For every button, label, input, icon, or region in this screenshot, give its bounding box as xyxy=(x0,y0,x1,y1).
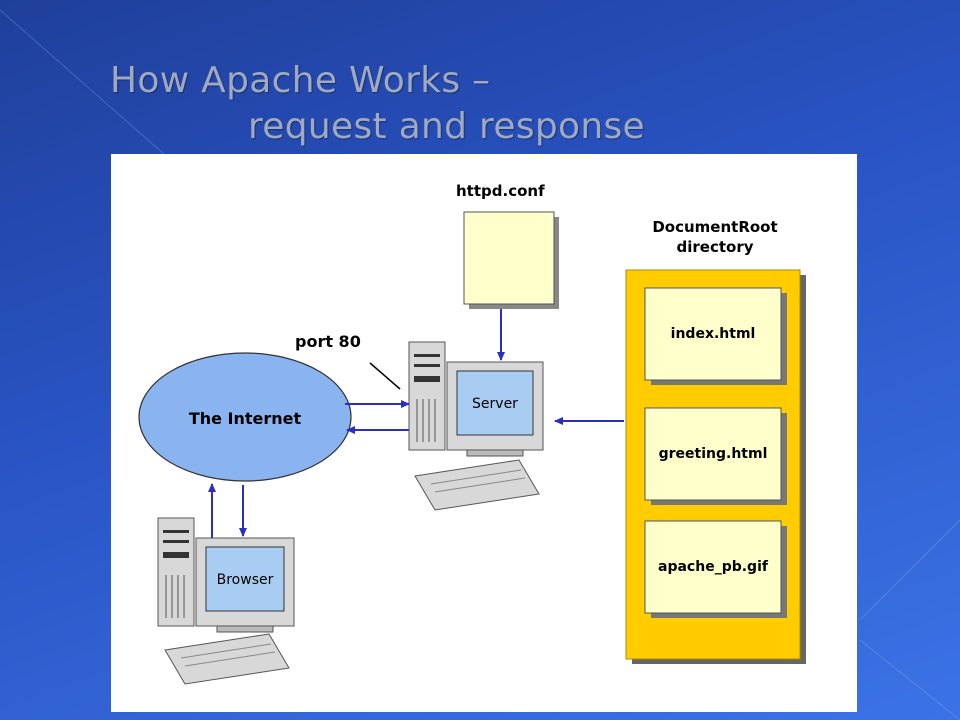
internet-label: The Internet xyxy=(189,409,302,428)
file-card-apache-gif xyxy=(644,520,782,614)
docroot-folder: index.html greeting.html apache_pb.gif xyxy=(625,269,806,664)
file-card-greeting xyxy=(644,407,782,501)
server-computer: Server xyxy=(408,341,544,511)
file-label-greeting: greeting.html xyxy=(659,446,768,462)
slide-title: How Apache Works – request and response xyxy=(110,58,645,150)
slide-title-line1: How Apache Works – xyxy=(110,60,491,101)
computer-icon xyxy=(408,341,544,457)
apache-diagram: httpd.conf DocumentRoot directory index.… xyxy=(138,182,806,685)
slide-title-line2: request and response xyxy=(248,106,645,147)
file-label-index: index.html xyxy=(671,326,756,342)
file-card-index xyxy=(644,287,782,381)
keyboard-icon xyxy=(164,633,290,685)
port-pointer xyxy=(369,362,401,390)
httpd-conf-document: httpd.conf xyxy=(456,182,559,309)
server-label: Server xyxy=(472,396,518,412)
httpd-conf-label: httpd.conf xyxy=(456,182,545,200)
flow-arrows xyxy=(208,309,624,538)
docroot-heading-line1: DocumentRoot xyxy=(652,218,777,236)
computer-icon xyxy=(157,517,295,633)
diagram-panel: httpd.conf DocumentRoot directory index.… xyxy=(111,154,857,712)
browser-label: Browser xyxy=(217,572,274,588)
keyboard-icon xyxy=(414,459,540,511)
file-label-apache-gif: apache_pb.gif xyxy=(658,559,769,575)
docroot-heading-line2: directory xyxy=(677,238,754,256)
browser-computer: Browser xyxy=(157,517,295,685)
internet-cloud: The Internet xyxy=(138,352,352,482)
port-label: port 80 xyxy=(295,332,361,351)
document-icon xyxy=(463,211,555,305)
